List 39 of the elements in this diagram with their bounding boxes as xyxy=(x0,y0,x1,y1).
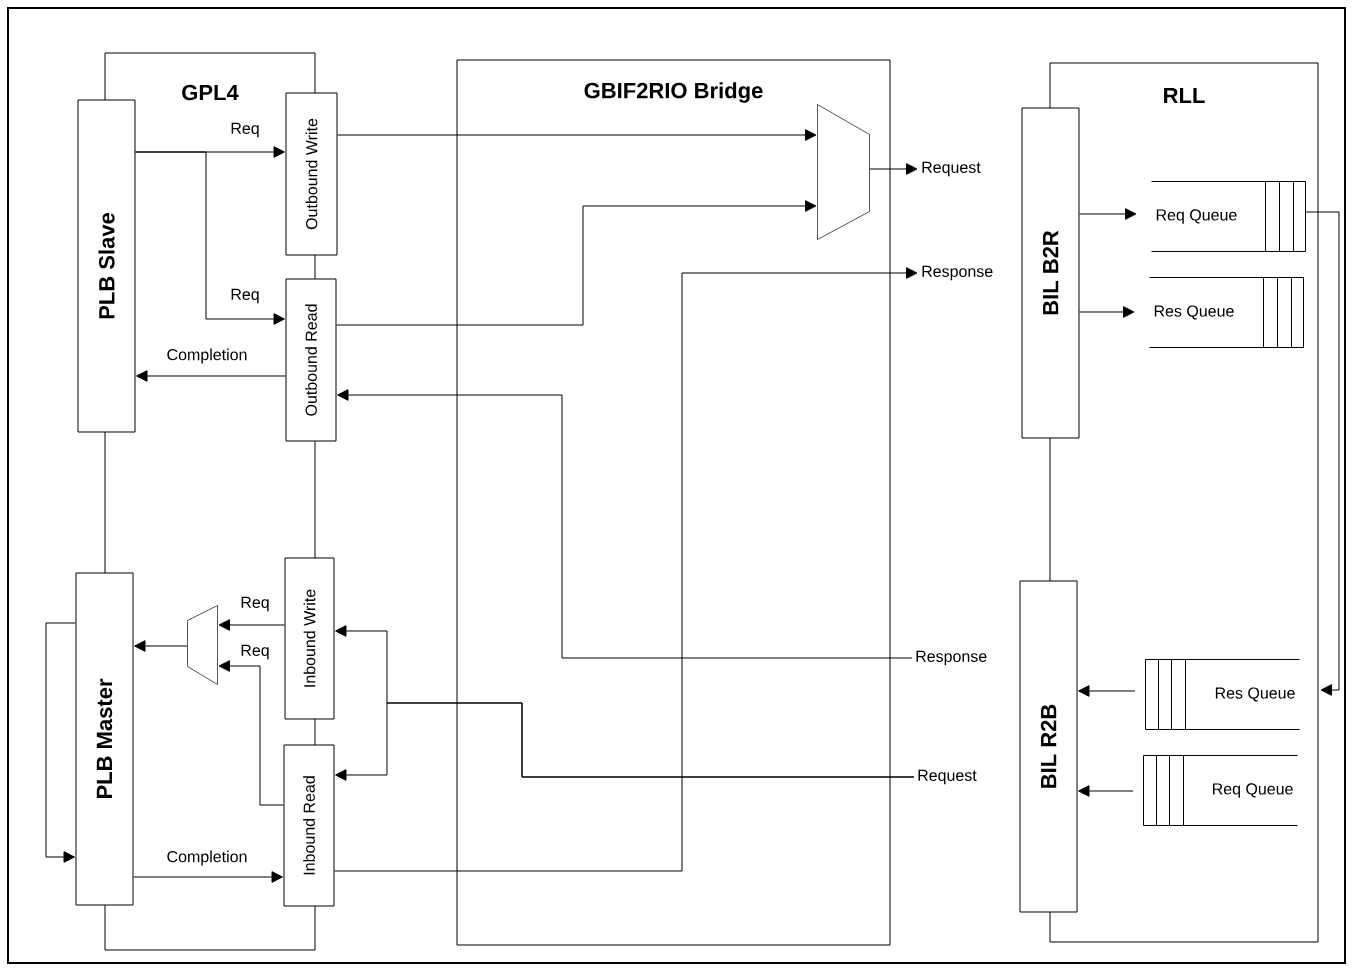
signal-label: Response xyxy=(918,263,996,283)
arrow xyxy=(337,129,817,141)
edge-label: Req xyxy=(229,287,261,305)
block-box: Inbound Read xyxy=(283,744,335,907)
signal-label: Response xyxy=(912,648,990,668)
arrow xyxy=(869,163,918,175)
edge-label: Req xyxy=(229,121,261,139)
arrow xyxy=(218,660,284,806)
arrow xyxy=(134,640,188,652)
multiplexer-symbol xyxy=(187,605,218,685)
signal-label: Request xyxy=(918,159,984,179)
arrow xyxy=(1079,208,1137,220)
arrow xyxy=(136,370,286,382)
arrow xyxy=(337,389,913,659)
arrow xyxy=(1305,211,1340,696)
arrow xyxy=(218,619,285,631)
signal-label: Request xyxy=(914,767,980,787)
arrow xyxy=(1078,785,1134,797)
block-box: Outbound Read xyxy=(285,278,337,442)
edge-label: Req xyxy=(239,595,271,613)
arrow xyxy=(45,622,76,863)
edge-label: Completion xyxy=(165,347,249,365)
edge-label: Completion xyxy=(165,849,249,867)
arrow xyxy=(334,267,918,872)
edge-label: Req xyxy=(239,643,271,661)
block-box: BIL B2R xyxy=(1021,107,1080,439)
block-box: BIL R2B xyxy=(1019,580,1078,913)
arrow xyxy=(1079,306,1135,318)
block-box: PLB Master xyxy=(75,572,134,906)
arrow xyxy=(336,200,817,326)
block-box: Inbound Write xyxy=(284,557,335,720)
block-box: Outbound Write xyxy=(285,92,338,256)
arrow xyxy=(133,871,283,883)
arrow xyxy=(135,151,285,325)
arrow xyxy=(335,702,915,781)
block-box: PLB Slave xyxy=(77,99,136,433)
multiplexer-symbol xyxy=(817,104,870,240)
module-box: GBIF2RIO Bridge xyxy=(456,59,891,946)
arrow xyxy=(1078,685,1136,697)
